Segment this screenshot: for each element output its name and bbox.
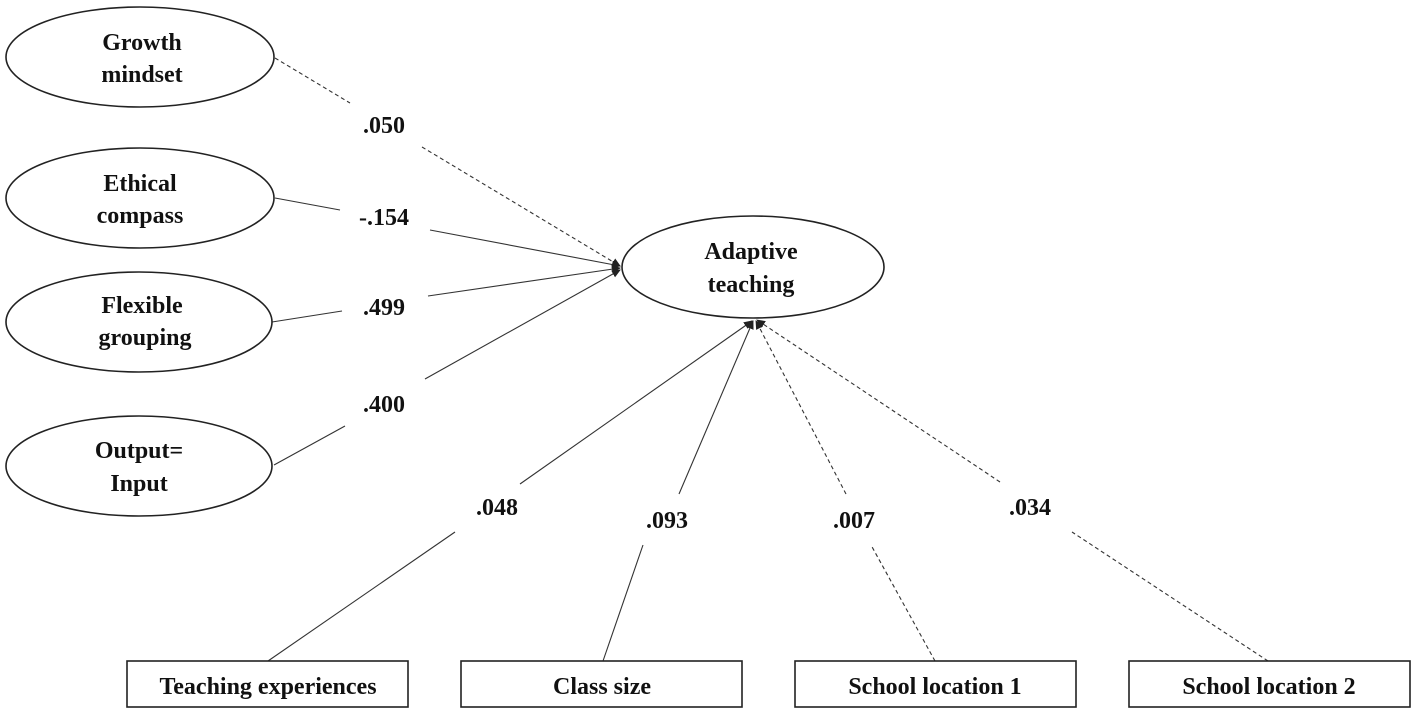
node-growth-mindset: Growth mindset xyxy=(5,6,275,108)
coef-school-location-1: .007 xyxy=(833,508,875,534)
node-growth-mindset-line2: mindset xyxy=(101,62,182,88)
path-growth-mindset-lower xyxy=(421,146,621,267)
node-school-location-1: School location 1 xyxy=(794,660,1077,708)
node-class-size-label: Class size xyxy=(553,674,651,700)
path-ethical-compass xyxy=(274,197,341,211)
node-school-location-2-label: School location 2 xyxy=(1182,674,1355,700)
node-flexible-grouping-line2: grouping xyxy=(99,325,192,351)
coef-flexible-grouping: .499 xyxy=(363,295,405,321)
path-output-input-upper xyxy=(424,269,621,380)
coef-output-input: .400 xyxy=(363,392,405,418)
node-ethical-compass-line2: compass xyxy=(97,203,184,229)
path-ethical-compass-lower xyxy=(429,229,621,269)
node-flexible-grouping-line1: Flexible xyxy=(101,293,183,319)
node-flexible-grouping: Flexible grouping xyxy=(5,271,273,373)
coef-class-size: .093 xyxy=(646,508,688,534)
node-output-input-line1: Output= xyxy=(95,438,183,464)
path-class-size-upper xyxy=(678,320,754,495)
path-output-input xyxy=(273,425,346,466)
node-output-input-line2: Input xyxy=(110,471,167,497)
node-class-size: Class size xyxy=(460,660,743,708)
path-school-location-2 xyxy=(1071,531,1269,662)
node-growth-mindset-line1: Growth xyxy=(102,30,182,56)
node-teaching-experiences: Teaching experiences xyxy=(126,660,409,708)
node-ethical-compass-line1: Ethical xyxy=(103,171,177,197)
node-adaptive-teaching-line1: Adaptive xyxy=(704,239,798,265)
path-school-location-2-upper xyxy=(756,319,1001,483)
coef-teaching-experiences: .048 xyxy=(476,495,518,521)
node-ethical-compass: Ethical compass xyxy=(5,147,275,249)
coef-school-location-2: .034 xyxy=(1009,495,1051,521)
path-growth-mindset xyxy=(274,57,351,104)
path-flexible-grouping-upper xyxy=(427,265,621,297)
path-teaching-experiences-upper xyxy=(519,320,753,485)
node-school-location-2: School location 2 xyxy=(1128,660,1411,708)
node-output-input: Output= Input xyxy=(5,415,273,517)
path-school-location-1 xyxy=(870,544,936,662)
path-school-location-1-upper xyxy=(755,320,847,495)
path-flexible-grouping xyxy=(271,310,343,323)
node-teaching-experiences-label: Teaching experiences xyxy=(159,674,376,700)
path-class-size xyxy=(602,544,644,662)
node-school-location-1-label: School location 1 xyxy=(848,674,1021,700)
path-teaching-experiences xyxy=(267,531,456,662)
node-adaptive-teaching: Adaptive teaching xyxy=(621,215,885,319)
coef-growth-mindset: .050 xyxy=(363,113,405,139)
node-adaptive-teaching-line2: teaching xyxy=(708,272,795,298)
coef-ethical-compass: -.154 xyxy=(359,205,409,231)
